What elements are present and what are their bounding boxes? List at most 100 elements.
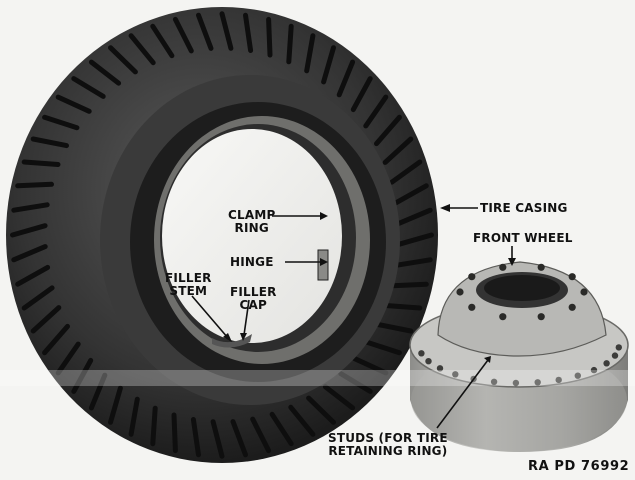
filler-stem-label: FILLER STEM [165,272,212,298]
tread-lug [269,411,294,447]
tread-lug [304,33,316,74]
filler-cap-label-line1: FILLER [230,285,277,299]
tread-lug [171,412,178,454]
tread-lug [266,16,273,58]
tread-lug [71,76,106,99]
tread-lug [383,303,423,311]
wheel-stud [603,360,610,367]
tread-lug [196,12,214,51]
tread-lug [10,223,48,238]
studs-label-line2: RETAINING RING) [328,444,448,458]
scan-band [0,370,635,386]
wheel-stud [418,350,425,357]
tread-lug [336,59,356,98]
tread-lugs [10,11,434,459]
hub-nut [537,313,545,321]
hub-nut [468,273,476,281]
studs-label: STUDS (FOR TIRE RETAINING RING) [328,432,448,458]
tread-lug [172,16,194,54]
tread-lug [389,159,423,185]
hub-nut [568,273,576,281]
tread-lug [230,419,248,458]
tread-lug [286,23,294,65]
tread-lug [88,59,122,86]
tread-lug [108,385,123,425]
tread-lug [374,114,402,147]
wheel-stud [452,371,459,378]
wheel-stud [615,344,622,351]
tread-lug [396,207,433,226]
wheel-studs [418,344,622,387]
hub-nut [580,288,588,296]
tread-lug [350,76,373,113]
arrowheads [223,204,516,363]
tread-lug [396,232,434,247]
tread-lug [15,181,54,189]
tread-lug [108,45,138,75]
tread-lug [150,405,158,447]
tread-lug [21,285,55,311]
tread-lug [322,384,356,411]
tread-lug [11,244,48,263]
hub-nut [468,303,476,311]
wheel-stud [611,352,619,359]
hub-nuts [456,263,588,321]
hub-nut [537,263,545,271]
tread-lug [55,341,81,376]
tread-lug [219,11,234,51]
tread-lug [55,94,92,114]
tread-lug [190,417,201,458]
tread-lug [11,202,50,213]
tread-lug [250,416,272,454]
clamp-ring-label-line2: RING [234,221,269,235]
filler-stem-label-line1: FILLER [165,271,212,285]
tread-lug [42,114,80,131]
clamp-ring-label-line1: CLAMP [228,208,276,222]
wheel-stud [425,358,432,365]
leader-lines [191,207,513,429]
tire-casing-label: TIRE CASING [480,201,568,215]
wheel-stud [574,372,581,379]
filler-cap-label-line2: CAP [239,298,268,312]
tread-lug [363,94,389,129]
hinge-label: HINGE [230,255,274,269]
tread-lug [393,183,429,206]
tread-lug [150,23,175,59]
tread-lug [382,136,414,165]
tread-lug [88,372,108,411]
studs-label-line1: STUDS (FOR TIRE [328,431,448,445]
filler-stem-label-line2: STEM [169,284,208,298]
tread-lug [352,356,389,376]
filler-stem-part [212,334,252,348]
wheel-stud [512,379,520,387]
hinge-part [317,249,329,281]
tread-lug [394,257,433,268]
tread-lug [390,281,429,289]
tread-lug [71,357,94,394]
tread-lug [210,419,225,459]
figure-reference: RA PD 76992 [528,459,630,474]
tread-lug [21,159,61,167]
tread-lug [15,264,51,287]
clamp-ring [154,116,370,364]
hub-nut [499,263,507,271]
hub-nut [499,313,507,321]
hub-nut [456,288,464,296]
tread-lug [338,371,373,394]
hub-nut [568,303,576,311]
tread-lug [30,305,62,334]
tread-lug [288,404,316,437]
wheel-stud [436,365,444,372]
front-wheel [409,261,629,452]
tread-lug [128,396,140,437]
wheel-stud [590,366,598,374]
clamp-ring-label: CLAMP RING [228,209,275,235]
filler-cap-label: FILLER CAP [230,286,277,312]
tread-lug [30,136,69,149]
tread-lug [375,321,414,334]
tread-lug [128,33,156,66]
tread-lug [364,339,402,356]
tread-lug [321,45,336,85]
wheel-stud [534,379,541,386]
